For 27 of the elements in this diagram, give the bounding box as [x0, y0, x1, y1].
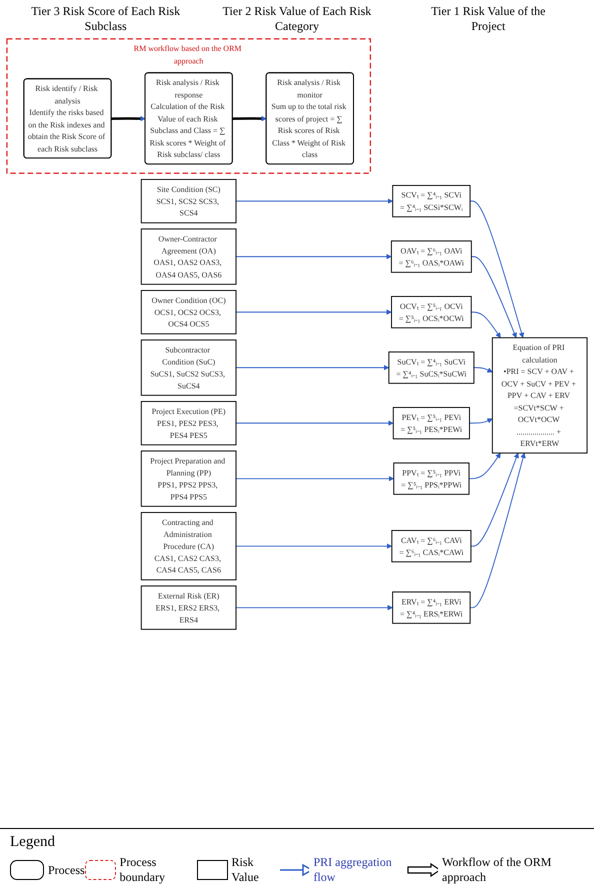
arrow	[473, 367, 493, 372]
arrow	[468, 452, 501, 480]
arrow	[236, 604, 393, 610]
arrow	[236, 309, 392, 315]
arrow	[236, 543, 392, 549]
arrow	[236, 476, 394, 482]
arrow	[469, 418, 493, 424]
arrow	[236, 364, 390, 370]
legend-label: PRI aggregation flow	[313, 855, 393, 885]
legend-label: Workflow of the ORM approach	[442, 855, 552, 885]
arrow	[470, 452, 526, 608]
arrow	[470, 452, 519, 547]
arrow	[236, 420, 394, 426]
arrow	[236, 254, 392, 260]
legend-label: Process boundary	[120, 855, 166, 885]
column-heading: Tier 1 Risk Value of the Project	[430, 4, 546, 34]
column-heading: Tier 3 Risk Score of Each Risk Subclass	[30, 4, 181, 34]
column-heading: Tier 2 Risk Value of Each Risk Category	[222, 4, 372, 34]
arrow	[236, 198, 393, 204]
arrow	[470, 256, 517, 338]
arrow	[111, 116, 146, 122]
arrow	[470, 200, 524, 338]
arrow	[232, 116, 267, 122]
legend-label: Process	[48, 862, 85, 878]
arrow	[470, 312, 501, 338]
legend-title: Legend	[10, 834, 55, 851]
legend-label: Risk Value	[232, 855, 260, 885]
